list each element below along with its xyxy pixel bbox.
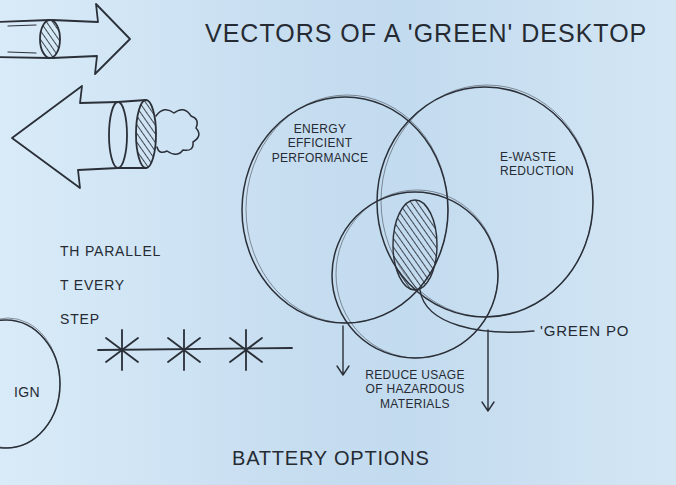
- node-text: IGN: [14, 384, 54, 401]
- circle-stroke: [332, 192, 498, 358]
- label-holder: BATTERY OPTIONS: [232, 446, 430, 470]
- node-text: ENERGY EFFICIENT PERFORMANCE: [270, 122, 370, 165]
- circle-stroke: [336, 190, 498, 358]
- callout-label: 'GREEN PO: [540, 322, 629, 340]
- arrow-right-outline: [52, 4, 130, 74]
- exhaust-puff: [156, 110, 199, 155]
- cylinder-end: [136, 100, 156, 168]
- diagram-title: VECTORS OF A 'GREEN' DESKTOP: [205, 18, 647, 48]
- section-label: BATTERY OPTIONS: [232, 446, 430, 470]
- note-text: TH PARALLEL T EVERY STEP: [60, 234, 166, 336]
- asterisk-line: [98, 348, 292, 350]
- title-holder: VECTORS OF A 'GREEN' DESKTOP: [205, 18, 647, 48]
- down-arrow: [337, 326, 349, 375]
- cylinder-shading: [8, 25, 36, 53]
- down-arrow: [482, 330, 494, 411]
- circle-stroke: [381, 85, 593, 317]
- circle-stroke: [0, 320, 60, 448]
- cylinder-end: [40, 20, 60, 58]
- venn-circle: ENERGY EFFICIENT PERFORMANCE: [240, 95, 450, 325]
- green-intersection: [393, 200, 437, 290]
- venn-circle: REDUCE USAGE OF HAZARDOUS MATERIALS: [330, 190, 500, 416]
- venn-circle: E-WASTE REDUCTION: [375, 85, 595, 319]
- cylinder-end: [109, 102, 127, 168]
- asterisk-symbol: [168, 330, 200, 370]
- node-text: E-WASTE REDUCTION: [500, 150, 584, 179]
- label-holder: TH PARALLEL T EVERY STEP: [60, 234, 166, 336]
- circle-stroke: [0, 318, 60, 448]
- asterisk-symbol: [230, 330, 262, 370]
- leader-line: [420, 290, 534, 332]
- label-holder: 'GREEN PO: [540, 322, 629, 340]
- arrow-left-outline: [12, 86, 118, 188]
- shape-outline: [330, 190, 500, 360]
- partial-circle: IGN: [0, 318, 62, 450]
- shape-outline: [375, 85, 595, 319]
- asterisk-symbol: [106, 330, 138, 370]
- node-text: REDUCE USAGE OF HAZARDOUS MATERIALS: [355, 368, 475, 411]
